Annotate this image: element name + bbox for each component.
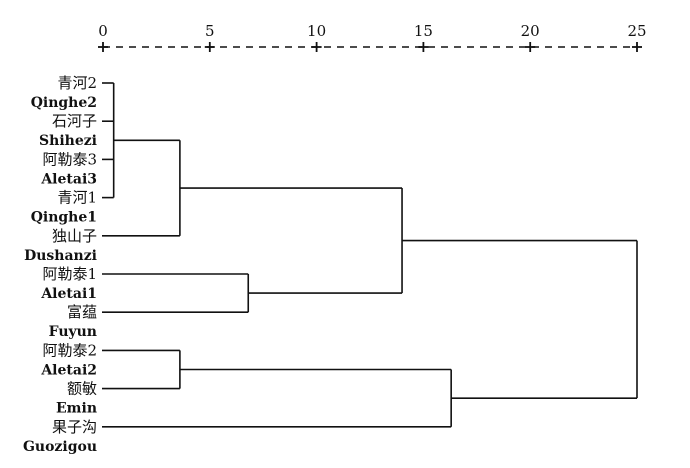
leaf-label-en: Shihezi: [39, 133, 97, 149]
leaf-label-cn: 石河子: [52, 112, 97, 130]
leaf-label-en: Aletai1: [40, 286, 97, 302]
leaf-label-en: Qinghe1: [31, 210, 97, 226]
leaf-label-en: Guozigou: [23, 439, 97, 455]
leaf-label-en: Dushanzi: [24, 248, 97, 264]
leaf-label-en: Emin: [56, 401, 97, 417]
leaf-label-cn: 阿勒泰2: [42, 341, 97, 359]
leaf-label-cn: 阿勒泰3: [42, 150, 97, 168]
axis-tick-label: 10: [307, 22, 326, 40]
leaf-label-cn: 青河1: [57, 189, 97, 207]
leaf-label-cn: 富蕴: [67, 303, 97, 321]
leaf-label-en: Aletai3: [40, 171, 97, 187]
leaf-label-en: Fuyun: [49, 324, 97, 340]
axis-tick-label: 5: [205, 22, 215, 40]
leaf-label-en: Aletai2: [40, 362, 97, 378]
leaf-label-cn: 额敏: [67, 380, 97, 398]
leaf-label-cn: 青河2: [57, 74, 97, 92]
leaf-label-en: Qinghe2: [31, 95, 97, 111]
axis-tick-label: 15: [414, 22, 433, 40]
leaf-label-cn: 果子沟: [52, 418, 97, 436]
leaf-label-cn: 独山子: [52, 227, 97, 245]
axis-tick-label: 20: [521, 22, 540, 40]
leaf-label-cn: 阿勒泰1: [42, 265, 97, 283]
axis-tick-label: 0: [98, 22, 108, 40]
axis-tick-label: 25: [627, 22, 646, 40]
